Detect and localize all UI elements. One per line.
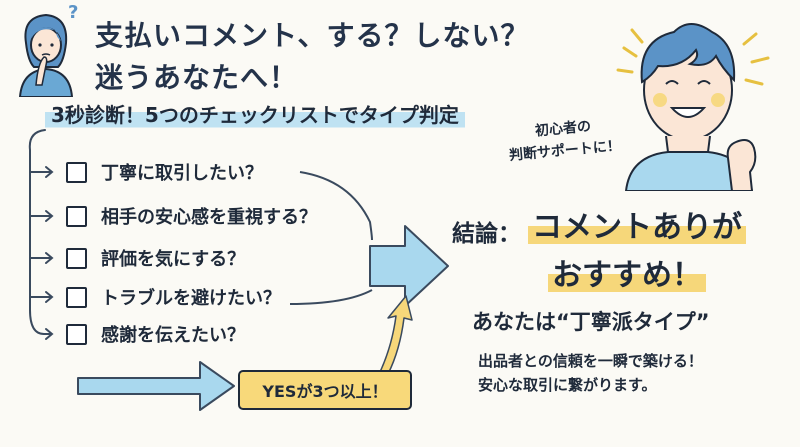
checklist-item[interactable]: 評価を気にする？ [66,244,245,272]
yes-count-badge: YESが3つ以上！ [238,370,412,410]
checklist-item[interactable]: トラブルを避けたい？ [66,283,281,311]
conclusion-headline-line2: おすすめ！ [548,250,706,294]
checkbox[interactable] [66,161,87,183]
checklist-item[interactable]: 丁寧に取引したい？ [66,158,263,186]
checkbox[interactable] [66,286,87,308]
page-title-line1: 支払いコメント、する？しない？ [95,19,530,52]
type-result: あなたは“丁寧派タイプ” [472,310,710,334]
checklist-item-label: 感謝を伝えたい？ [101,325,245,346]
checklist-item[interactable]: 相手の安心感を重視する？ [66,202,317,230]
conclusion-headline-line1: コメントありが [528,202,746,246]
conclusion-label: 結論： [452,221,521,247]
checklist-item-label: トラブルを避けたい？ [101,288,281,309]
checklist-item-label: 相手の安心感を重視する？ [101,207,317,228]
checklist-item[interactable]: 感謝を伝えたい？ [66,320,245,348]
checkbox[interactable] [66,247,87,269]
checkbox[interactable] [66,323,87,345]
diagnosis-subtitle: 3秒診断！5つのチェックリストでタイプ判定 [45,97,465,130]
detail-line1: 出品者との信頼を一瞬で築ける！ [478,352,703,370]
checkbox[interactable] [66,205,87,227]
checklist-item-label: 丁寧に取引したい？ [101,163,263,184]
smiling-man-illustration [616,23,770,191]
page-title-line2: 迷うあなたへ！ [95,61,299,94]
question-mark-icon: ? [68,2,79,23]
checklist-item-label: 評価を気にする？ [101,249,246,270]
detail-line2: 安心な取引に繋がります。 [478,376,657,394]
thinking-woman-illustration [18,13,74,97]
